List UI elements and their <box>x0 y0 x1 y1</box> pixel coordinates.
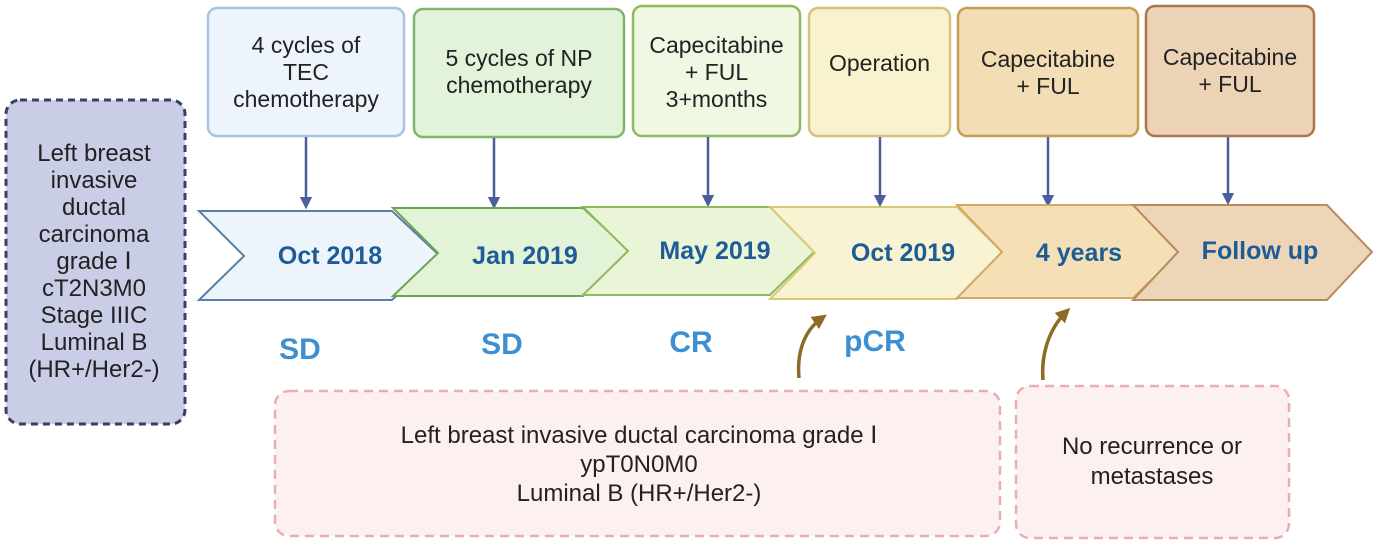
response-pcr: pCR <box>844 325 906 358</box>
treatment-capecitabine-3-text: Capecitabine + FUL <box>1146 6 1314 136</box>
diagnosis-line: Luminal B <box>40 328 148 356</box>
pathology-note-text: Left breast invasive ductal carcinoma gr… <box>278 392 1000 536</box>
diagnosis-line: ductal <box>61 193 127 221</box>
treatment-line: Capecitabine <box>649 32 784 58</box>
treatment-line: TEC <box>283 58 329 85</box>
treatment-line: Capecitabine <box>1162 44 1298 70</box>
curved-arrow-operation <box>796 314 827 379</box>
timeline-chevron <box>196 210 442 301</box>
timeline-label-oct-2019: Oct 2019 <box>850 238 956 267</box>
treatment-line: chemotherapy <box>233 85 379 112</box>
treatment-line: + FUL <box>1198 71 1262 97</box>
diagnosis-line: invasive <box>50 166 138 194</box>
treatment-line: Operation <box>828 50 930 76</box>
diagnosis-line: Stage IIIC <box>40 301 148 329</box>
treatment-line: + FUL <box>684 59 749 85</box>
timeline-label-may-2019: May 2019 <box>659 236 771 265</box>
response-cr: CR <box>669 326 713 359</box>
treatment-np-text: 5 cycles of NP chemotherapy <box>414 9 624 137</box>
diagnosis-line: cT2N3M0 <box>41 274 147 302</box>
treatment-box <box>956 6 1140 138</box>
pathology-line: ypT0N0M0 <box>580 450 698 478</box>
followup-line: metastases <box>1090 463 1214 490</box>
treatment-box <box>412 7 626 139</box>
followup-line: No recurrence or <box>1061 433 1243 460</box>
timeline-label-oct-2018: Oct 2018 <box>277 241 383 270</box>
curved-arrow-followup <box>1040 307 1071 381</box>
treatment-box <box>206 6 406 138</box>
pathology-line: Luminal B (HR+/Her2-) <box>516 479 762 507</box>
treatment-operation-text: Operation <box>809 8 950 136</box>
treatment-line: 5 cycles of NP <box>445 45 593 71</box>
treatment-line: + FUL <box>1016 73 1080 99</box>
treatment-tec-text: 4 cycles of TEC chemotherapy <box>208 8 404 136</box>
treatment-box <box>1144 4 1316 138</box>
pathology-line: Left breast invasive ductal carcinoma gr… <box>400 421 878 449</box>
diagnosis-line: carcinoma <box>38 220 150 248</box>
treatment-line: 4 cycles of <box>251 31 361 58</box>
timeline-chevron <box>1130 204 1374 301</box>
diagnosis-text: Left breast invasive ductal carcinoma gr… <box>4 98 184 424</box>
response-sd-2: SD <box>481 328 523 361</box>
treatment-capecitabine-1-text: Capecitabine + FUL 3+months <box>633 6 800 136</box>
treatment-capecitabine-2-text: Capecitabine + FUL <box>958 8 1138 136</box>
diagnosis-box <box>4 98 187 426</box>
treatment-box <box>807 6 952 138</box>
timeline-label-4-years: 4 years <box>1035 238 1123 267</box>
followup-note-text: No recurrence or metastases <box>1016 386 1288 538</box>
followup-note-box <box>1014 384 1291 540</box>
treatment-line: chemotherapy <box>446 72 592 98</box>
treatment-line: Capecitabine <box>980 46 1116 72</box>
diagnosis-line: (HR+/Her2-) <box>28 355 160 383</box>
timeline-label-follow-up: Follow up <box>1201 236 1319 265</box>
response-sd-1: SD <box>279 333 321 366</box>
timeline-label-jan-2019: Jan 2019 <box>472 241 578 270</box>
diagnosis-line: Left breast <box>37 139 151 167</box>
treatment-box <box>631 4 802 138</box>
diagnosis-line: grade Ⅰ <box>56 247 132 275</box>
treatment-line: 3+months <box>665 86 768 112</box>
pathology-note-box <box>273 389 1002 538</box>
